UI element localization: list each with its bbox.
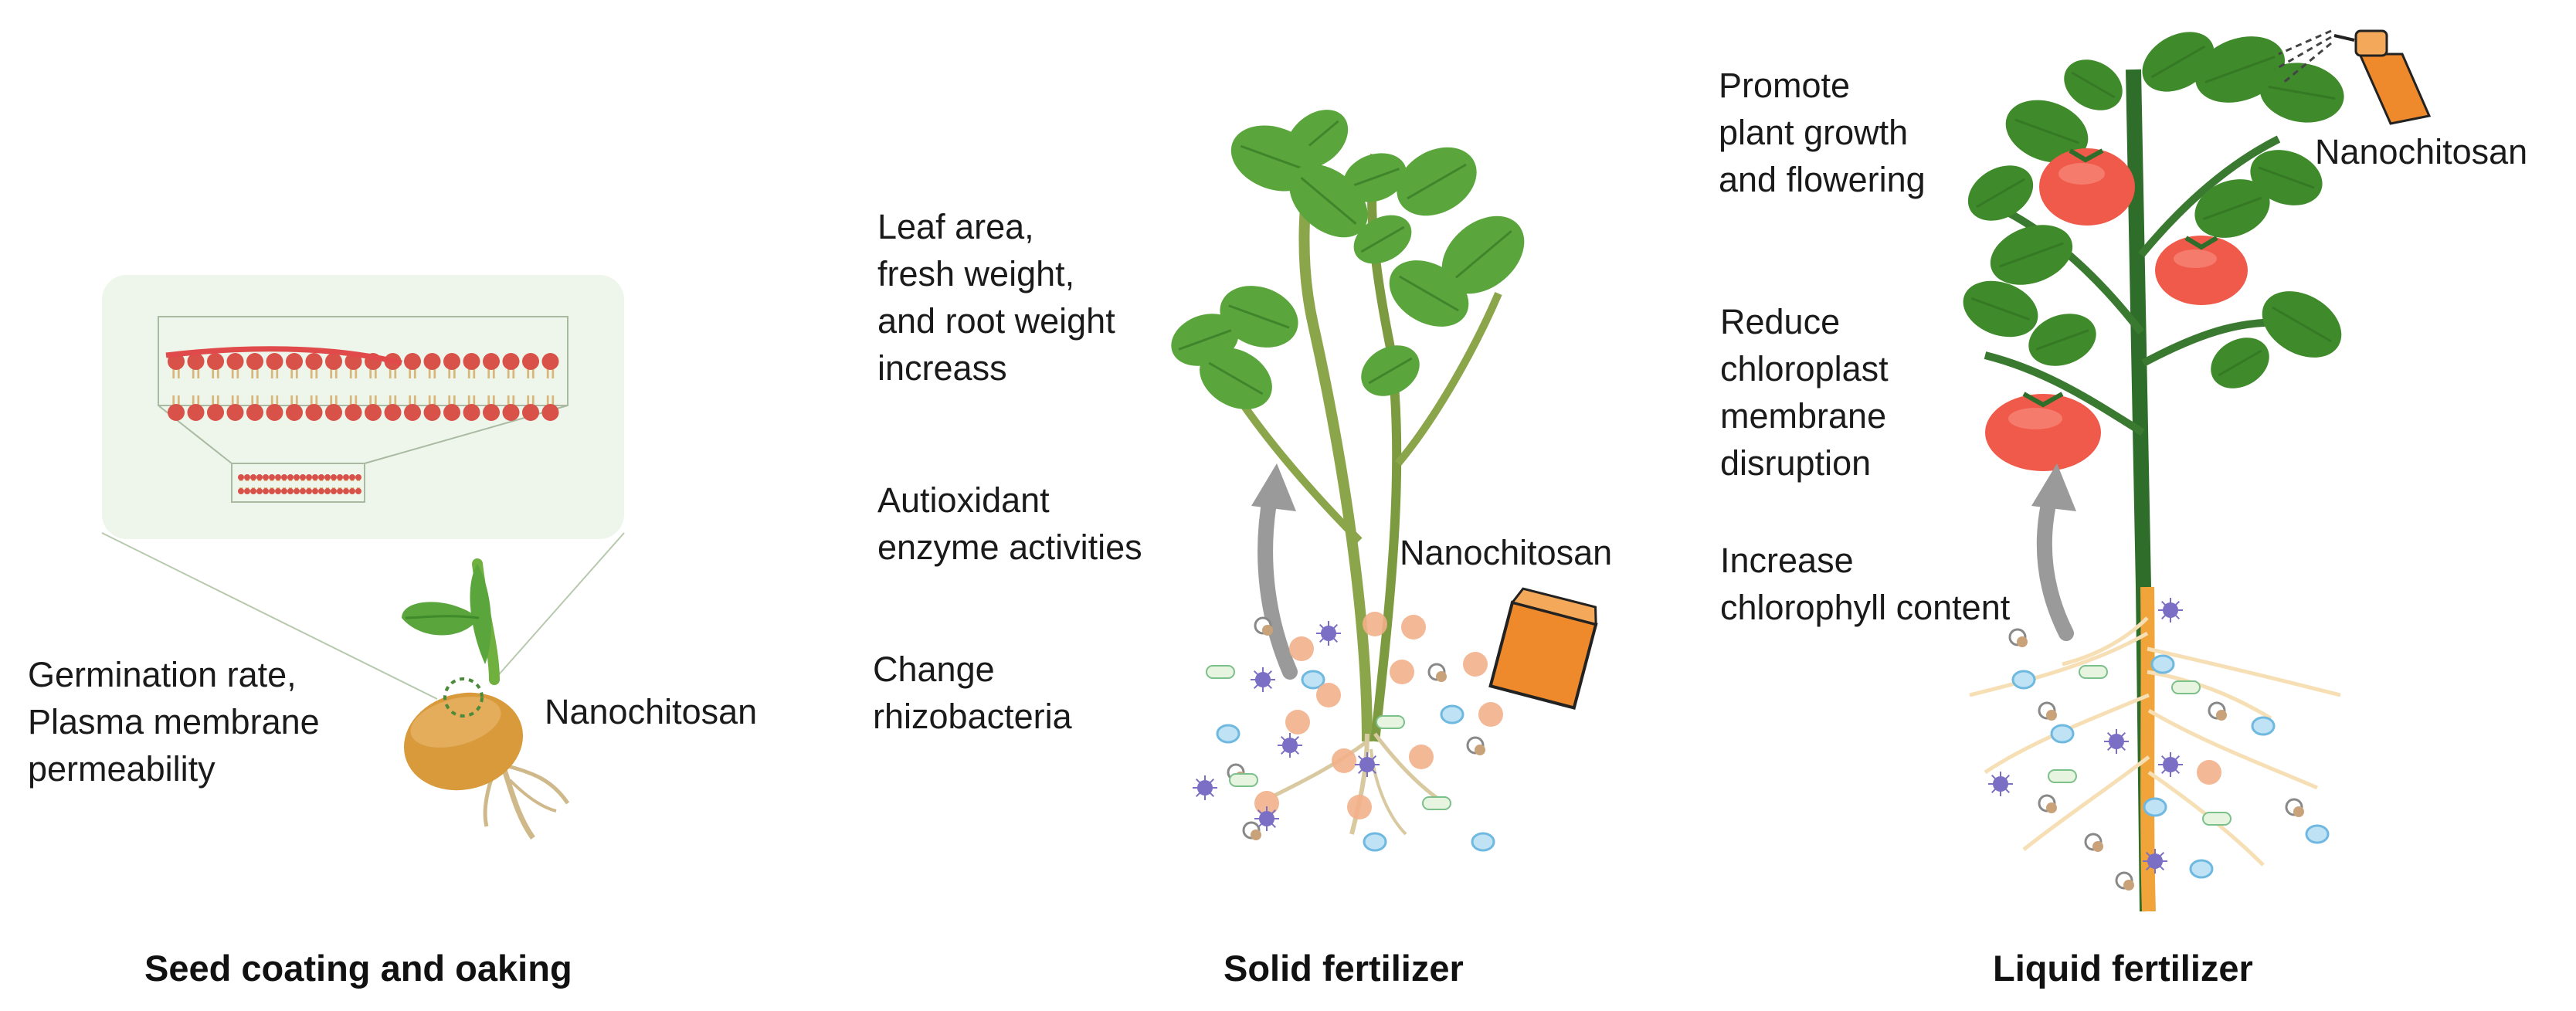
solid-effect-leaf: Leaf area, fresh weight, and root weight… bbox=[877, 207, 1115, 388]
liquid-illustration bbox=[1963, 29, 2432, 912]
liquid-panel-caption: Liquid fertilizer bbox=[1993, 948, 2253, 989]
spray-bottle-icon bbox=[2274, 29, 2432, 125]
seed-panel-caption: Seed coating and oaking bbox=[144, 948, 572, 989]
solid-agent-label: Nanochitosan bbox=[1400, 533, 1613, 572]
growth-arrow-icon bbox=[2036, 487, 2074, 641]
seed-icon bbox=[402, 558, 570, 840]
liquid-effect-growth: Promote plant growth and flowering bbox=[1719, 66, 1926, 199]
growth-arrow-icon bbox=[1257, 487, 1298, 680]
membrane-icon bbox=[165, 346, 559, 421]
liquid-effect-membrane: Reduce chloroplast membrane disruption bbox=[1720, 302, 1889, 483]
solid-effect-bacteria: Change rhizobacteria bbox=[873, 650, 1072, 736]
seed-effect-label: Germination rate, Plasma membrane permea… bbox=[28, 655, 320, 789]
solid-panel: Leaf area, fresh weight, and root weight… bbox=[834, 0, 1661, 1011]
fertilizer-bag-icon bbox=[1488, 587, 1598, 710]
solid-illustration bbox=[1171, 110, 1598, 852]
solid-panel-caption: Solid fertilizer bbox=[1224, 948, 1464, 989]
solid-effect-enzyme: Autioxidant enzyme activities bbox=[877, 480, 1142, 567]
seed-agent-label: Nanochitosan bbox=[545, 692, 758, 731]
tomato-icon bbox=[1985, 148, 2248, 471]
bacteria-icon bbox=[1193, 612, 1503, 852]
seed-illustration bbox=[101, 275, 625, 840]
liquid-effect-chlorophyll: Increase chlorophyll content bbox=[1720, 541, 2011, 627]
bacteria-icon bbox=[1988, 598, 2330, 891]
liquid-agent-label: Nanochitosan bbox=[2315, 132, 2528, 171]
liquid-panel: Promote plant growth and flowering Reduc… bbox=[1661, 0, 2576, 1011]
seed-panel: Germination rate, Plasma membrane permea… bbox=[0, 0, 834, 1011]
